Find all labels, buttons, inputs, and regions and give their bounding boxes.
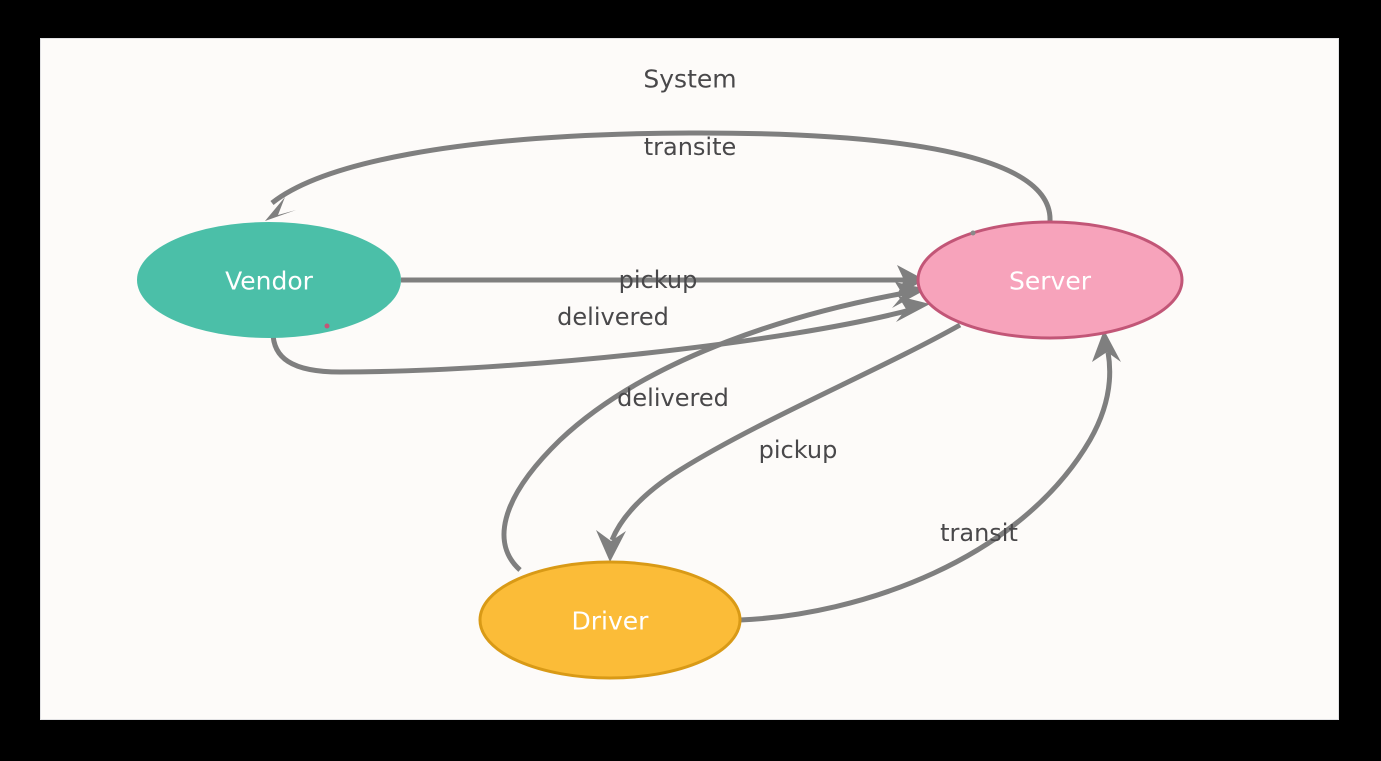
edge-vendor-to-server-delivered[interactable]: delivered — [270, 296, 930, 375]
edge-label-transit: transit — [940, 519, 1018, 547]
edge-path-transit-driver-server[interactable] — [739, 351, 1113, 623]
node-server[interactable]: Server — [916, 220, 1184, 340]
edge-label-delivered-driver-server: delivered — [617, 384, 729, 412]
node-driver[interactable]: Driver — [478, 560, 742, 680]
arrow-head-server-bottom-right — [1092, 330, 1121, 362]
node-label-server: Server — [1009, 267, 1092, 296]
edges-layer: transite pickup delivered delivered — [265, 130, 1121, 623]
edge-label-transite: transite — [644, 133, 737, 161]
edge-driver-to-server-delivered[interactable]: delivered — [501, 282, 927, 572]
node-shape-server[interactable] — [916, 220, 1184, 340]
edge-path-delivered-driver-server[interactable] — [501, 290, 906, 572]
node-label-driver: Driver — [572, 607, 650, 636]
artifacts-layer — [324, 230, 976, 329]
edge-path-transite[interactable] — [270, 130, 1053, 222]
node-shape-driver[interactable] — [478, 560, 742, 680]
node-label-vendor: Vendor — [225, 267, 314, 296]
edge-path-delivered-vendor-server[interactable] — [270, 307, 911, 375]
edge-label-delivered-vendor-server: delivered — [557, 303, 669, 331]
arrow-head-vendor-top — [265, 197, 296, 221]
edge-server-to-driver-pickup[interactable]: pickup — [596, 322, 962, 562]
edge-path-pickup-server-driver[interactable] — [609, 322, 962, 541]
diagram-title: System — [643, 65, 736, 94]
edge-vendor-to-server-pickup[interactable]: pickup — [401, 265, 925, 295]
speck-dot-vendor — [324, 323, 330, 329]
node-vendor[interactable]: Vendor — [137, 222, 401, 338]
nodes-layer: Vendor Server Driver — [137, 220, 1184, 680]
node-shape-vendor[interactable] — [137, 222, 401, 338]
edge-label-pickup-vendor-server: pickup — [619, 266, 698, 294]
arrow-head-server-left-lower — [896, 296, 930, 322]
arrow-head-driver-top — [596, 530, 626, 562]
edge-driver-to-server-transit[interactable]: transit — [739, 330, 1121, 623]
edge-server-to-vendor-transite[interactable]: transite — [265, 130, 1053, 222]
speck-dot-server — [970, 230, 976, 236]
edge-label-pickup-server-driver: pickup — [759, 436, 838, 464]
